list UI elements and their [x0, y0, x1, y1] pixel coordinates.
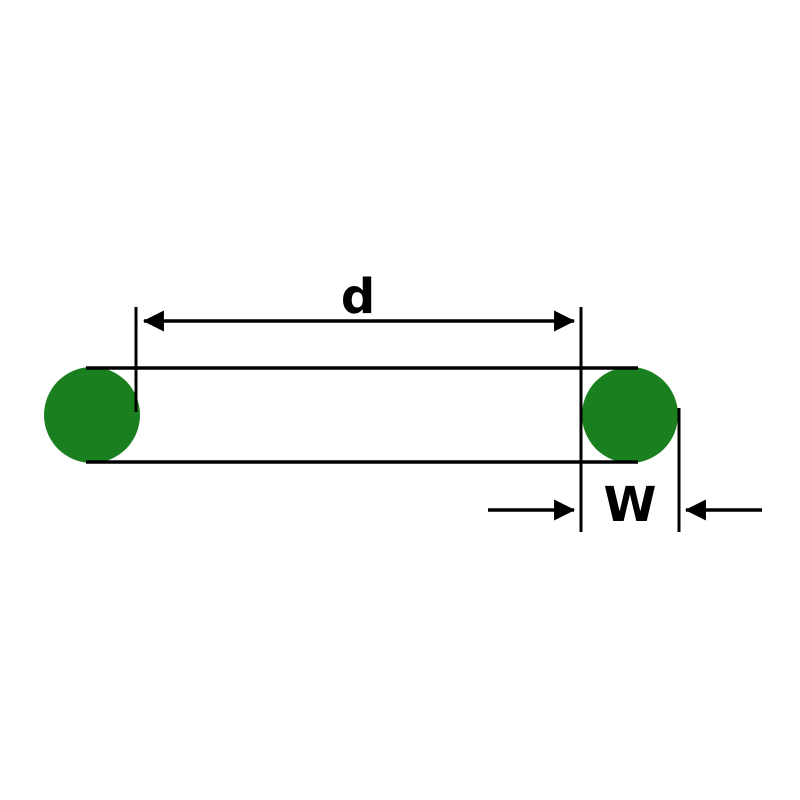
- left-ring-cross-section: [44, 367, 140, 463]
- right-ring-cross-section: [582, 367, 678, 463]
- diameter-label: d: [341, 269, 375, 325]
- width-label: W: [604, 477, 657, 533]
